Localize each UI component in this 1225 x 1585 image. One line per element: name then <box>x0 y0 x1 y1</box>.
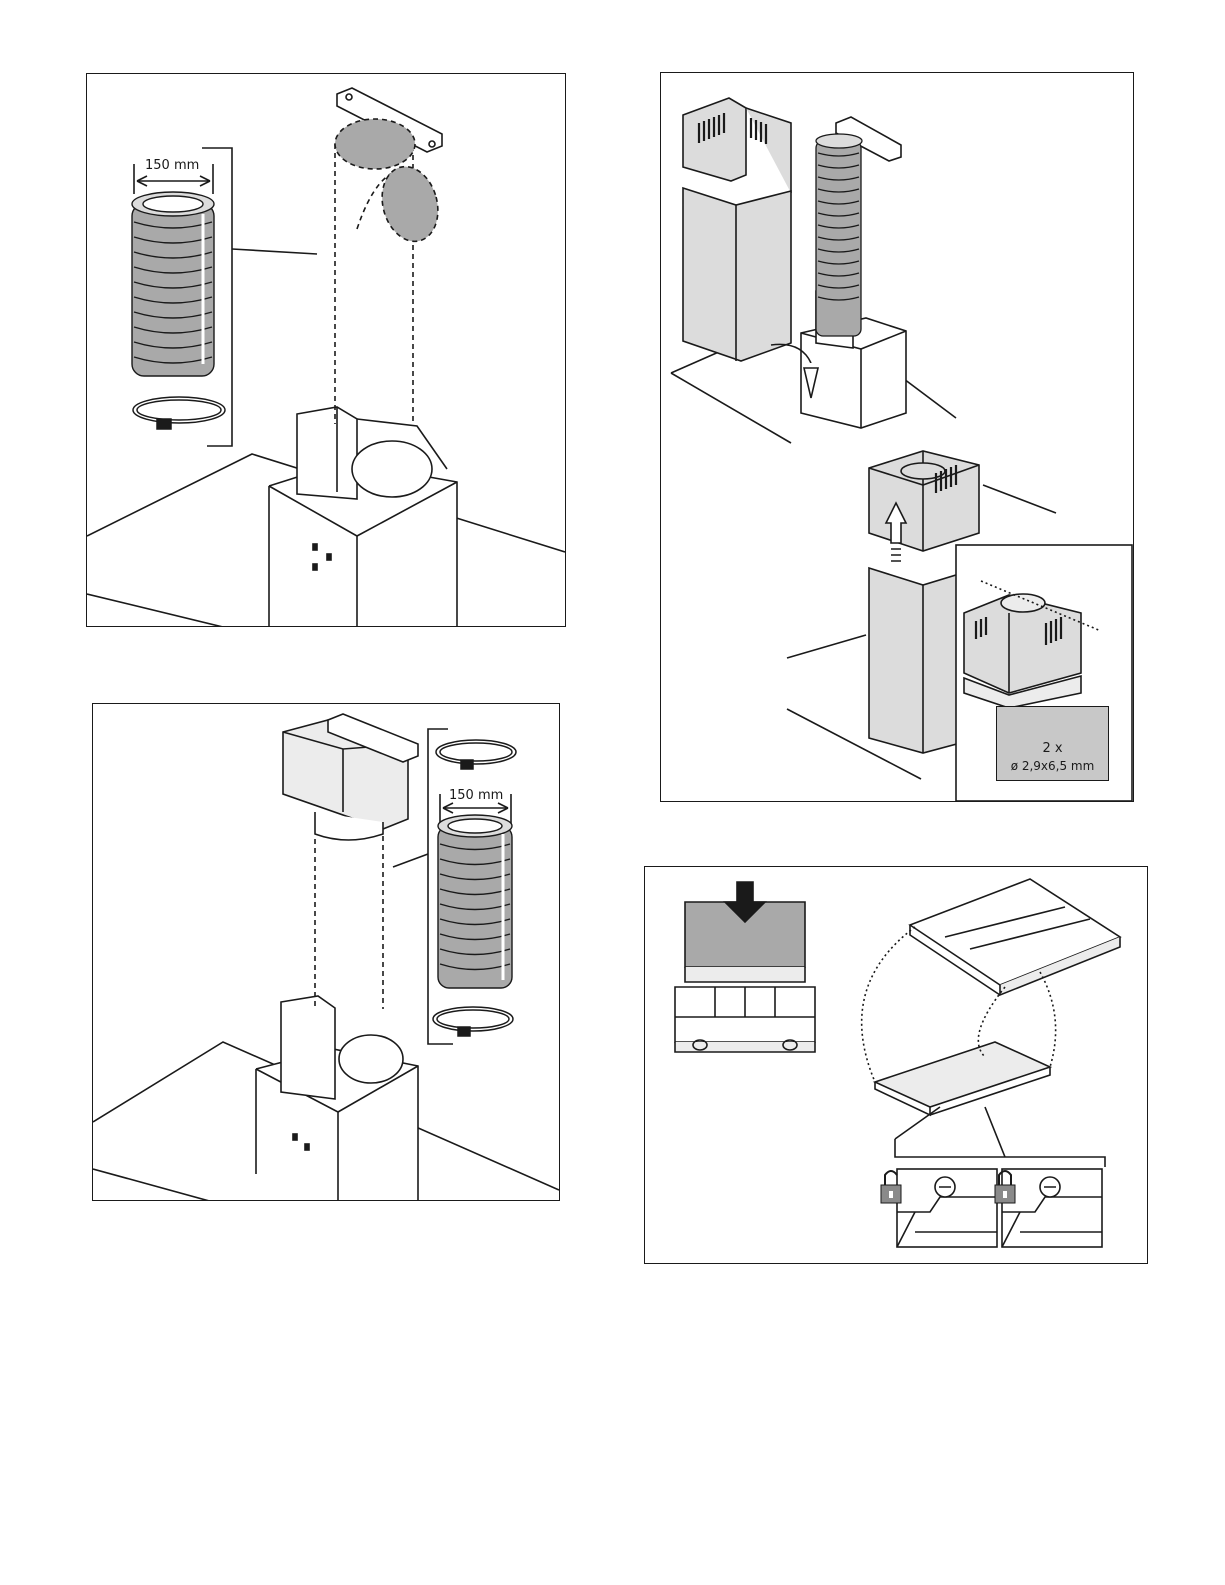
duct-diameter-label: 150 mm <box>449 788 503 803</box>
figure-duct-overview: 150 mm <box>86 73 566 627</box>
figure-2-drawing <box>93 704 560 1201</box>
duct-diameter-label: 150 mm <box>145 158 199 173</box>
figure-4-drawing <box>645 867 1148 1264</box>
screw-spec-box: 2 x ø 2,9x6,5 mm <box>996 706 1109 781</box>
screw-quantity-label: 2 x <box>997 741 1108 756</box>
screw-size-label: ø 2,9x6,5 mm <box>997 759 1108 773</box>
figure-filter-installation <box>644 866 1148 1264</box>
figure-duct-recirculation: 150 mm <box>92 703 560 1201</box>
figure-chimney-assembly: 2 x ø 2,9x6,5 mm <box>660 72 1134 802</box>
figure-3-drawing <box>661 73 1134 802</box>
figure-1-drawing <box>87 74 566 627</box>
